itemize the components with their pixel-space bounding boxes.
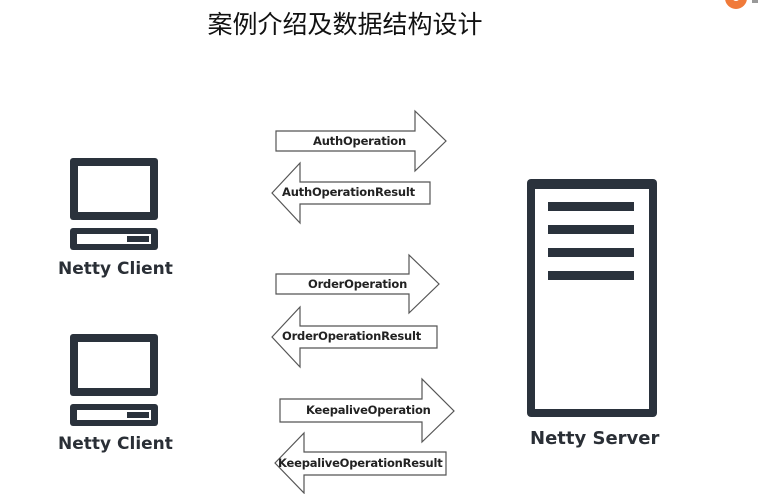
arrow-label: OrderOperation [308, 277, 408, 291]
client-1-label: Netty Client [58, 259, 173, 279]
left-arrow-shape [274, 431, 447, 494]
logo-mark [752, 0, 758, 3]
netty-client-2 [67, 332, 167, 426]
right-arrow-shape [275, 253, 440, 315]
netty-client-1 [67, 156, 167, 250]
netty-server [526, 177, 658, 419]
client-2-label: Netty Client [58, 434, 173, 454]
arrow-label: KeepaliveOperationResult [278, 456, 443, 470]
server-label: Netty Server [530, 428, 660, 449]
arrow-label: AuthOperation [313, 134, 406, 148]
server-icon [527, 179, 657, 417]
right-arrow-shape [279, 377, 455, 444]
arrow-label: OrderOperationResult [282, 329, 422, 343]
logo-icon [725, 0, 747, 9]
arrow-label: AuthOperationResult [282, 185, 415, 199]
arrow-label: KeepaliveOperation [306, 403, 431, 417]
slide-title: 案例介绍及数据结构设计 [207, 10, 483, 39]
left-arrow-shape [271, 305, 438, 369]
computer-icon [70, 158, 158, 250]
right-arrow-shape [275, 109, 447, 173]
left-arrow-shape [271, 161, 431, 225]
computer-icon [70, 334, 158, 426]
